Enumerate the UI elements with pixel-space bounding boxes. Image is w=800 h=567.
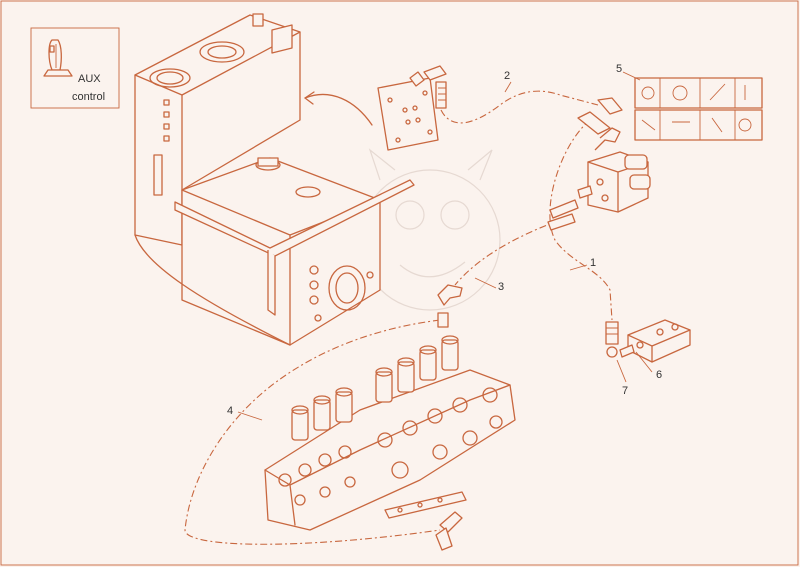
aux-control-inset: AUX control: [30, 27, 120, 109]
top-fittings: [409, 65, 447, 109]
callout-3: 3: [498, 281, 504, 293]
tank-frame-assembly: [134, 13, 415, 346]
inset-frame: [30, 27, 120, 109]
cover-plate: [377, 77, 439, 151]
inset-label-control: control: [72, 91, 105, 103]
callout-1: 1: [590, 257, 596, 269]
hose-2: [440, 90, 599, 124]
aux-valve-block: [547, 97, 651, 231]
leader-lines: [237, 71, 653, 421]
control-valve-bank: [264, 335, 516, 551]
watermark-logo: [359, 148, 501, 311]
decal-panel: [634, 77, 763, 141]
hose-4: [184, 319, 441, 545]
callout-7: 7: [622, 385, 628, 397]
callout-5: 5: [616, 63, 622, 75]
hose-1: [549, 119, 613, 321]
callout-4: 4: [227, 405, 233, 417]
manifold-block: [627, 319, 691, 363]
assembly-arrow: [304, 93, 373, 126]
inset-label-aux: AUX: [78, 73, 101, 85]
joystick-icon: [43, 39, 73, 77]
elbow-fitting: [437, 284, 463, 328]
decal-symbol-icon: [641, 83, 752, 133]
callout-6: 6: [656, 369, 662, 381]
callout-2: 2: [504, 70, 510, 82]
hose-fitting: [605, 321, 635, 358]
hose-3: [454, 219, 561, 286]
